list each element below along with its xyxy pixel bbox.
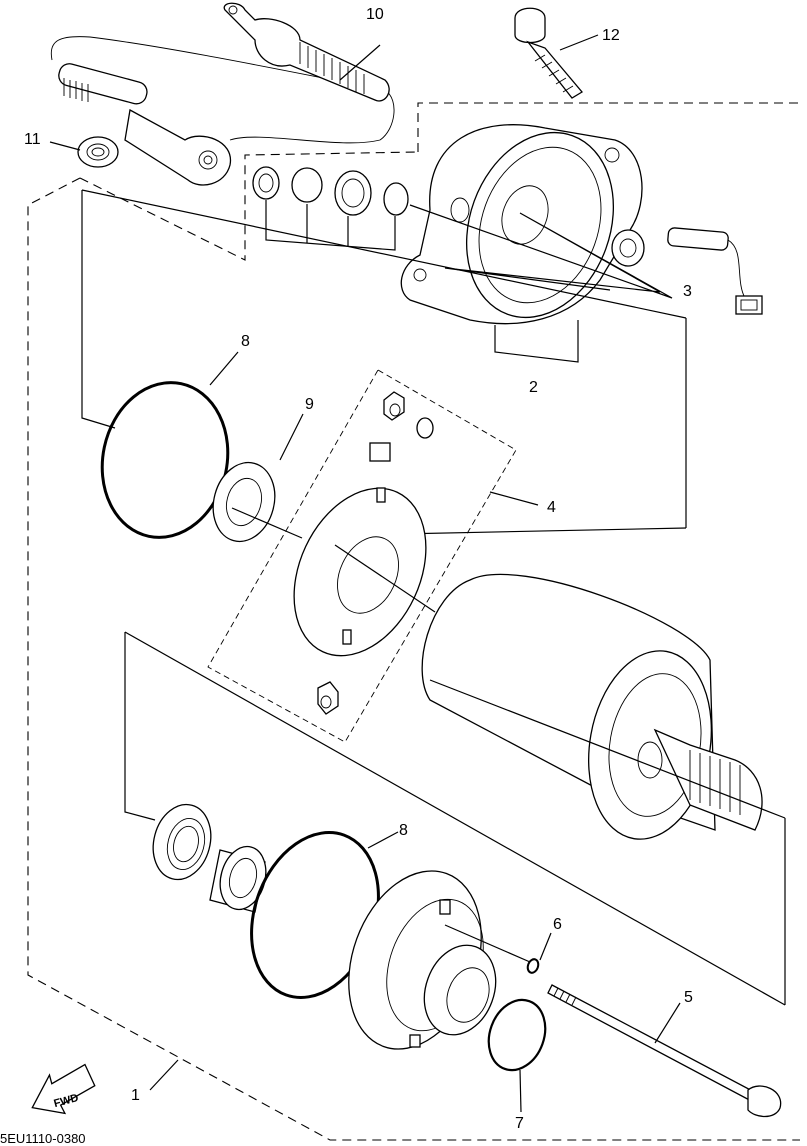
callout-9: 9 (305, 396, 314, 413)
motor-yoke (421, 573, 763, 840)
callout-8-lower: 8 (399, 822, 408, 839)
callout-2: 2 (529, 379, 538, 396)
lower-frame (124, 632, 156, 821)
front-cover (348, 870, 531, 1050)
callout-6: 6 (553, 916, 562, 933)
diagram-code: 5EU1110-0380 (0, 1131, 86, 1146)
fwd-arrow-icon: FWD (31, 1063, 96, 1115)
lead-box (79, 151, 419, 261)
callout-3: 3 (683, 283, 692, 300)
callout-4: 4 (547, 499, 556, 516)
washer-9 (212, 461, 276, 543)
long-bolt-5 (547, 984, 782, 1118)
callout-10: 10 (366, 6, 384, 23)
callout-1: 1 (131, 1087, 140, 1104)
nut-part (77, 136, 119, 168)
needle-bearing (209, 845, 267, 913)
bolt-part (514, 7, 583, 99)
lead-wire-part (50, 2, 395, 186)
o-ring-7 (487, 998, 547, 1072)
brush-plate (293, 391, 436, 715)
upper-frame (81, 190, 116, 429)
callout-5: 5 (684, 989, 693, 1006)
callout-12: 12 (602, 27, 620, 44)
washer-set (252, 166, 409, 251)
callout-8-upper: 8 (241, 333, 250, 350)
oil-seal (152, 803, 212, 881)
o-ring-upper (100, 381, 230, 539)
callout-7: 7 (515, 1115, 524, 1132)
subassembly-boundary-top (417, 102, 800, 152)
brush-holder-part (400, 124, 763, 325)
small-o-ring-6 (526, 958, 540, 974)
assembly-boundary (27, 177, 800, 1141)
callout-11: 11 (24, 131, 41, 148)
